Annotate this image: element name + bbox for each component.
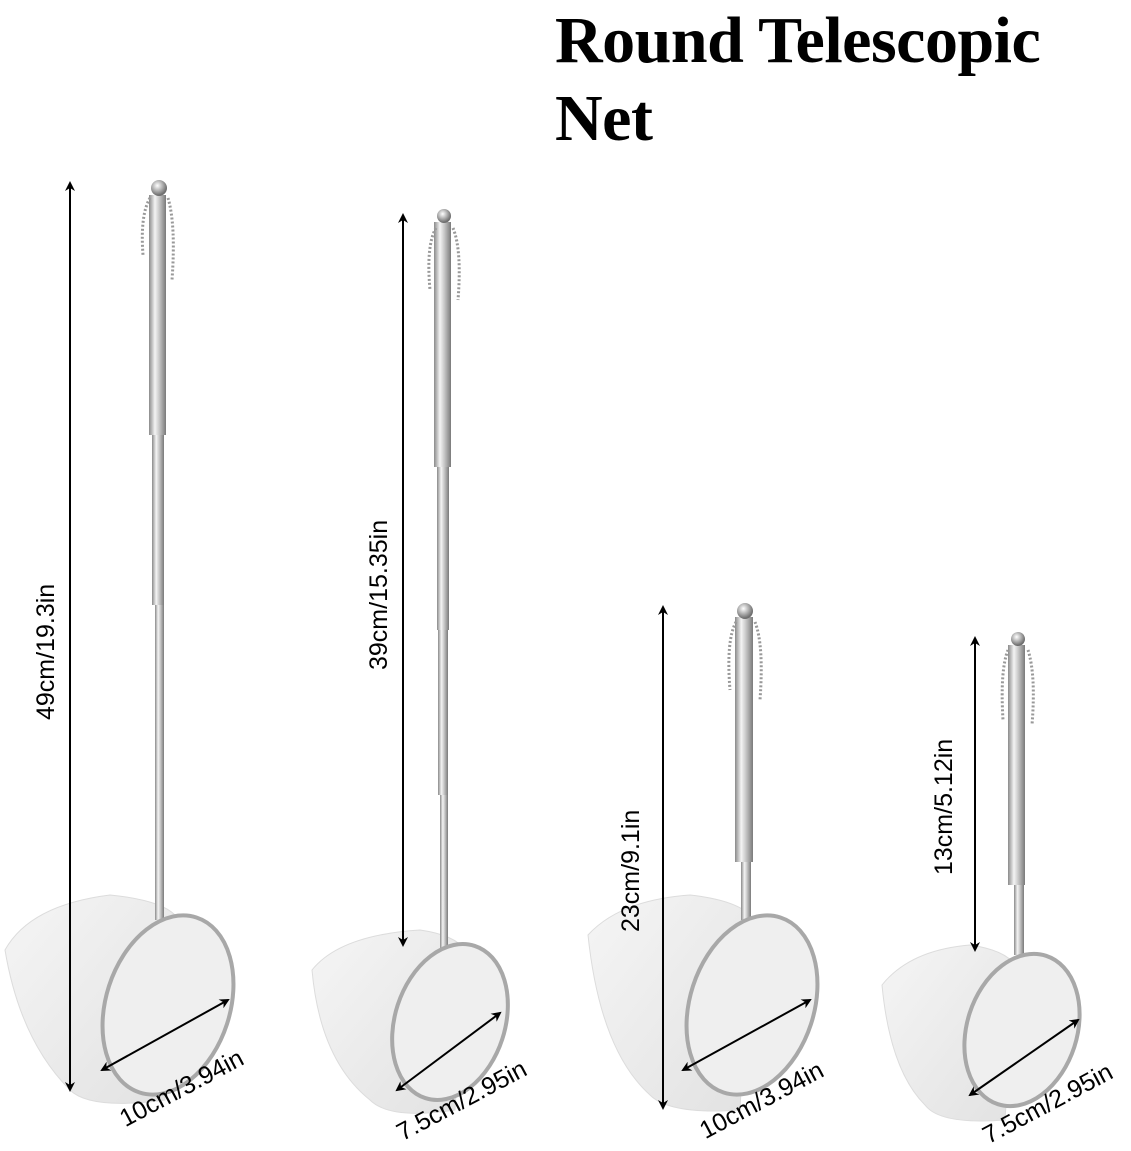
cap-ball [437, 209, 451, 223]
cap-ball [737, 603, 753, 619]
length-label-net-2: 39cm/15.35in [365, 519, 393, 670]
net-3 [587, 603, 820, 1112]
ball-chain [727, 621, 738, 691]
ball-chain [1026, 649, 1035, 726]
title-line-1: Round Telescopic [555, 4, 1041, 77]
ball-chain [451, 227, 461, 301]
diameter-arrow [968, 1018, 1080, 1097]
handle-grip [434, 222, 451, 467]
ball-chain [427, 227, 438, 291]
handle-rod [152, 435, 164, 605]
diameter-arrow [681, 999, 812, 1071]
length-label-net-4: 13cm/5.12in [930, 738, 958, 875]
net-1 [4, 180, 236, 1104]
diameter-arrow [395, 1011, 502, 1092]
product-title: Round Telescopic Net [555, 2, 1125, 158]
ball-chain [1000, 649, 1010, 721]
length-label-net-3: 23cm/9.1in [617, 809, 645, 932]
diameter-arrow [100, 999, 230, 1071]
handle-grip [1008, 645, 1025, 885]
net-2 [311, 209, 510, 1114]
handle-rod [741, 855, 751, 920]
ball-chain [140, 197, 152, 256]
handle-grip [149, 195, 166, 435]
cap-ball [151, 180, 167, 196]
length-label-net-1: 49cm/19.3in [32, 583, 60, 720]
handle-rod [438, 625, 448, 795]
handle-grip [735, 617, 753, 862]
cap-ball [1011, 632, 1025, 646]
handle-rod [1014, 880, 1024, 955]
ball-chain [166, 197, 175, 281]
title-line-2: Net [555, 82, 653, 155]
handle-rod [440, 790, 448, 950]
handle-rod [155, 600, 164, 920]
ball-chain [753, 621, 763, 701]
handle-rod [437, 465, 449, 630]
net-4 [881, 632, 1082, 1122]
